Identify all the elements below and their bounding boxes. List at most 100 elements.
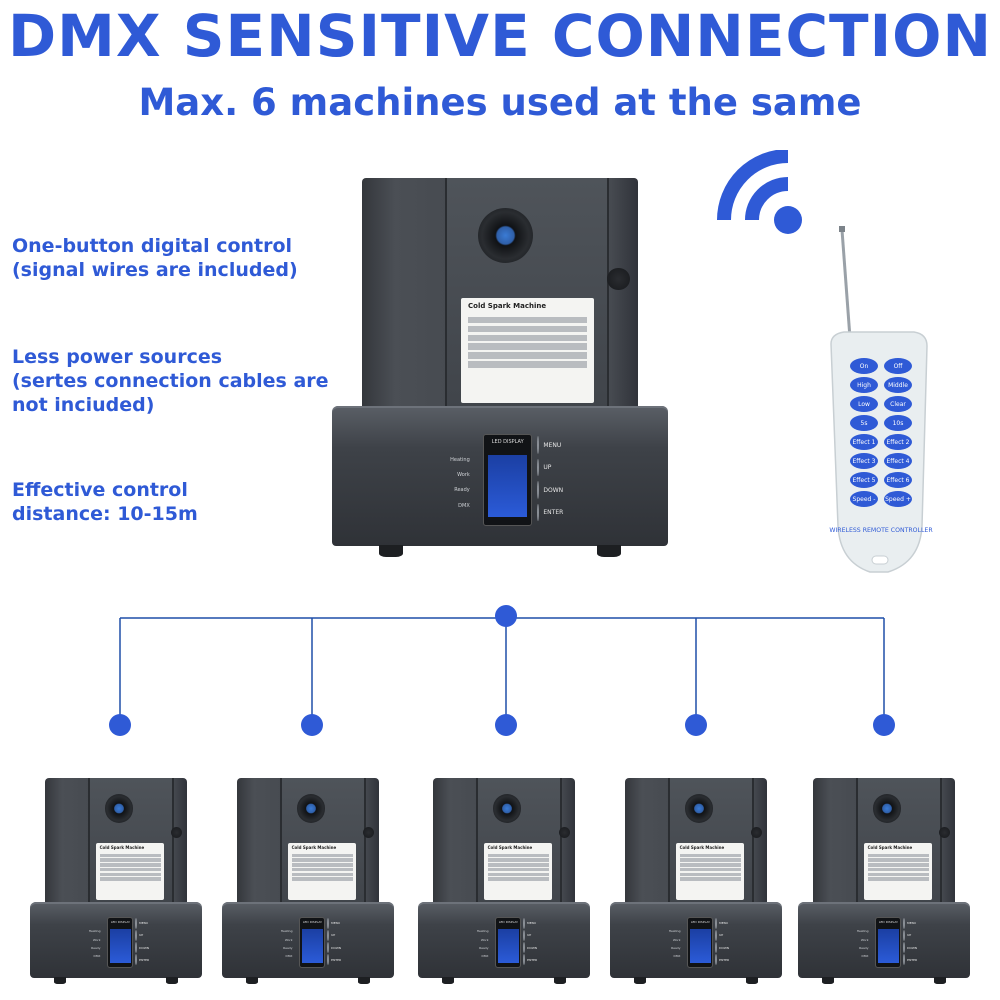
machine-label-sticker: Cold Spark Machine [96,843,164,901]
indicator-dmx: DMX [481,954,489,959]
remote-button[interactable] [884,396,912,412]
machine-base: Heating Work Ready DMX LED DISPLAY MENU … [332,406,668,557]
control-buttons: MENU UP DOWN ENTER [714,917,753,966]
down-button[interactable]: DOWN [714,942,753,954]
up-button[interactable]: UP [326,929,365,941]
main-cold-spark-machine: Cold Spark Machine Heating Work Ready DM… [332,178,668,557]
up-button[interactable]: UP [902,929,941,941]
enter-button[interactable]: ENTER [522,954,561,966]
led-display-screen [110,928,131,963]
remote-button[interactable] [884,453,912,469]
led-display-screen [302,928,323,963]
indicator-heating: Heating [476,929,489,934]
remote-button-label: On [860,363,869,370]
machine-label-sticker: Cold Spark Machine [461,298,594,404]
led-display-label: LED DISPLAY [491,438,524,445]
led-display-label: LED DISPLAY [498,920,518,925]
menu-button[interactable]: MENU [326,917,365,929]
remote-button[interactable] [884,491,912,507]
enter-button[interactable]: ENTER [902,954,941,966]
remote-button-label: Effect 4 [887,458,910,465]
enter-button[interactable]: ENTER [326,954,365,966]
status-indicators: Heating Work Ready DMX [662,929,681,962]
remote-button[interactable] [850,453,878,469]
machine-side-port [559,826,571,839]
indicator-heating: Heating [450,456,470,463]
remote-button[interactable] [884,415,912,431]
connection-hub-node [495,605,517,627]
remote-button[interactable] [850,396,878,412]
down-button[interactable]: DOWN [134,942,173,954]
indicator-ready: Ready [454,487,470,494]
remote-button[interactable] [850,415,878,431]
fan-icon [492,794,521,823]
menu-button[interactable]: MENU [902,917,941,929]
led-display-label: LED DISPLAY [302,920,322,925]
status-indicators: Heating Work Ready DMX [850,929,869,962]
wifi-signal-icon [717,150,802,234]
menu-button[interactable]: MENU [522,917,561,929]
remote-button[interactable] [884,472,912,488]
indicator-work: Work [480,937,489,942]
connection-node [495,714,517,736]
remote-button[interactable] [884,377,912,393]
machine-label-title: Cold Spark Machine [679,845,725,851]
control-buttons: MENU UP DOWN ENTER [522,917,561,966]
led-display-label: LED DISPLAY [110,920,130,925]
remote-button[interactable] [850,472,878,488]
machine-top-housing: Cold Spark Machine [362,178,638,429]
indicator-ready: Ready [671,946,681,951]
remote-button-label: Speed + [885,496,911,503]
control-buttons: MENU UP DOWN ENTER [134,917,173,966]
indicator-ready: Ready [91,946,101,951]
down-button[interactable]: DOWN [522,942,561,954]
enter-button[interactable]: ENTER [714,954,753,966]
up-button[interactable]: UP [536,456,611,478]
fan-icon [104,794,133,823]
connected-machine: Cold Spark Machine Heating Work Ready DM… [418,778,590,985]
status-indicators: Heating Work Ready DMX [82,929,101,962]
remote-button-label: Effect 1 [853,439,876,446]
up-button[interactable]: UP [522,929,561,941]
connection-node [301,714,323,736]
remote-button-label: Effect 6 [887,477,910,484]
connection-node [873,714,895,736]
indicator-heating: Heating [856,929,869,934]
remote-button[interactable] [850,491,878,507]
indicator-dmx: DMX [285,954,293,959]
machine-label-title: Cold Spark Machine [468,302,547,311]
machine-top-housing: Cold Spark Machine [625,778,767,914]
indicator-work: Work [457,471,470,478]
machine-side-port [607,268,630,291]
down-button[interactable]: DOWN [902,942,941,954]
machine-side-port [751,826,763,839]
connection-tree [109,605,895,736]
machine-top-housing: Cold Spark Machine [433,778,575,914]
menu-button[interactable]: MENU [714,917,753,929]
led-display-label: LED DISPLAY [878,920,898,925]
enter-button[interactable]: ENTER [536,501,611,523]
remote-button[interactable] [884,358,912,374]
remote-button-label: Clear [890,401,906,408]
down-button[interactable]: DOWN [326,942,365,954]
led-display-screen [487,454,528,518]
down-button[interactable]: DOWN [536,479,611,501]
remote-button-label: 5s [861,420,868,427]
connected-machine: Cold Spark Machine Heating Work Ready DM… [30,778,202,985]
machine-top-housing: Cold Spark Machine [237,778,379,914]
machine-label-sticker: Cold Spark Machine [864,843,932,901]
remote-button[interactable] [850,358,878,374]
led-display-panel: LED DISPLAY [687,917,714,968]
indicator-ready: Ready [479,946,489,951]
menu-button[interactable]: MENU [536,434,611,456]
remote-button-label: Effect 5 [853,477,876,484]
up-button[interactable]: UP [134,929,173,941]
enter-button[interactable]: ENTER [134,954,173,966]
feature-less-power-sources: Less power sources (sertes connection ca… [12,346,329,416]
menu-button[interactable]: MENU [134,917,173,929]
remote-button[interactable] [850,434,878,450]
remote-button[interactable] [884,434,912,450]
machine-label-title: Cold Spark Machine [291,845,337,851]
up-button[interactable]: UP [714,929,753,941]
remote-button[interactable] [850,377,878,393]
